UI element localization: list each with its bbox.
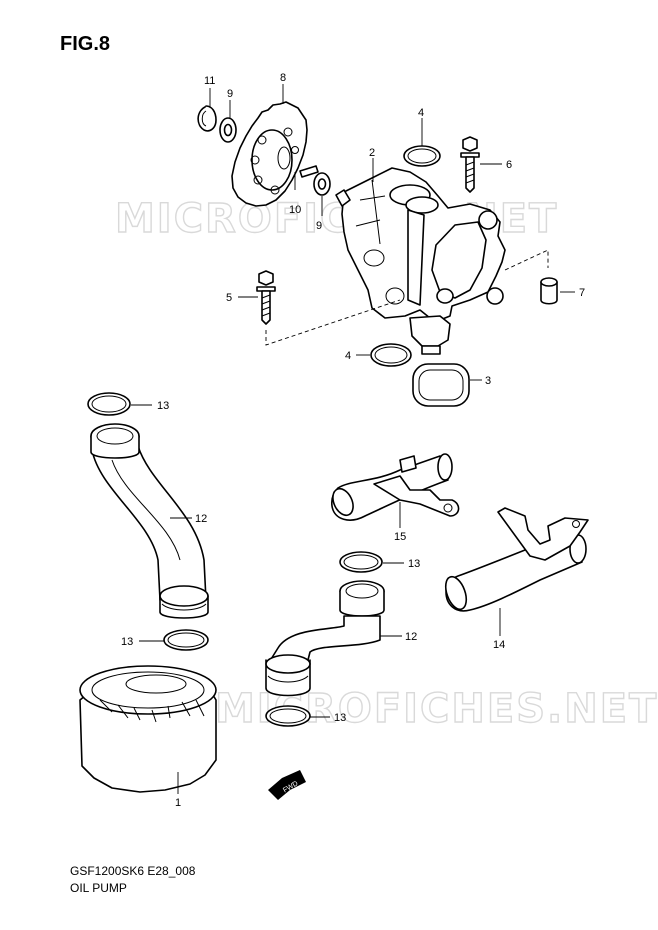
callout-15: 15	[394, 531, 406, 543]
callout-13-d: 13	[334, 712, 346, 724]
oil-filter-1	[79, 665, 217, 793]
callout-11: 11	[204, 75, 215, 87]
o-ring-13-a	[87, 392, 131, 416]
callout-12-right: 12	[405, 631, 417, 643]
callout-3: 3	[485, 375, 491, 387]
figure-title: FIG.8	[60, 33, 111, 55]
figure-code: GSF1200SK6 E28_008	[70, 864, 196, 878]
callout-14: 14	[493, 639, 505, 651]
oil-pipe-14	[444, 507, 589, 612]
oil-pipe-12-right	[265, 580, 385, 697]
callout-12-left: 12	[195, 513, 207, 525]
figure-name: OIL PUMP	[70, 881, 127, 895]
callout-13-a: 13	[157, 400, 169, 412]
circlip-11	[197, 105, 217, 132]
washer-9-lower	[313, 172, 331, 196]
callout-9-top: 9	[227, 88, 233, 100]
callout-4-top: 4	[418, 107, 424, 119]
oil-pump-body-2	[335, 167, 506, 355]
o-ring-3	[412, 363, 470, 407]
bolt-6	[460, 136, 480, 193]
callout-10: 10	[289, 204, 301, 216]
o-ring-13-d	[265, 705, 311, 727]
oil-pump-gear-8	[231, 101, 308, 207]
oil-pipe-12-left	[90, 423, 209, 619]
callout-1: 1	[175, 797, 181, 809]
callout-13-c: 13	[121, 636, 133, 648]
callout-7: 7	[579, 287, 585, 299]
callout-8: 8	[280, 72, 286, 84]
oil-pipe-15	[331, 453, 460, 521]
dowel-pin-7	[540, 277, 558, 305]
o-ring-4-lower	[370, 343, 412, 367]
pin-10	[299, 165, 319, 178]
fwd-arrow-icon	[268, 770, 306, 800]
callout-5: 5	[226, 292, 232, 304]
o-ring-13-c	[163, 629, 209, 651]
callout-4-lower: 4	[345, 350, 351, 362]
bolt-5	[256, 270, 276, 325]
leader-lines	[131, 84, 575, 794]
callout-2: 2	[369, 147, 375, 159]
washer-9-top	[219, 117, 237, 143]
callout-9-lower: 9	[316, 220, 322, 232]
callout-6: 6	[506, 159, 512, 171]
callout-13-b: 13	[408, 558, 420, 570]
